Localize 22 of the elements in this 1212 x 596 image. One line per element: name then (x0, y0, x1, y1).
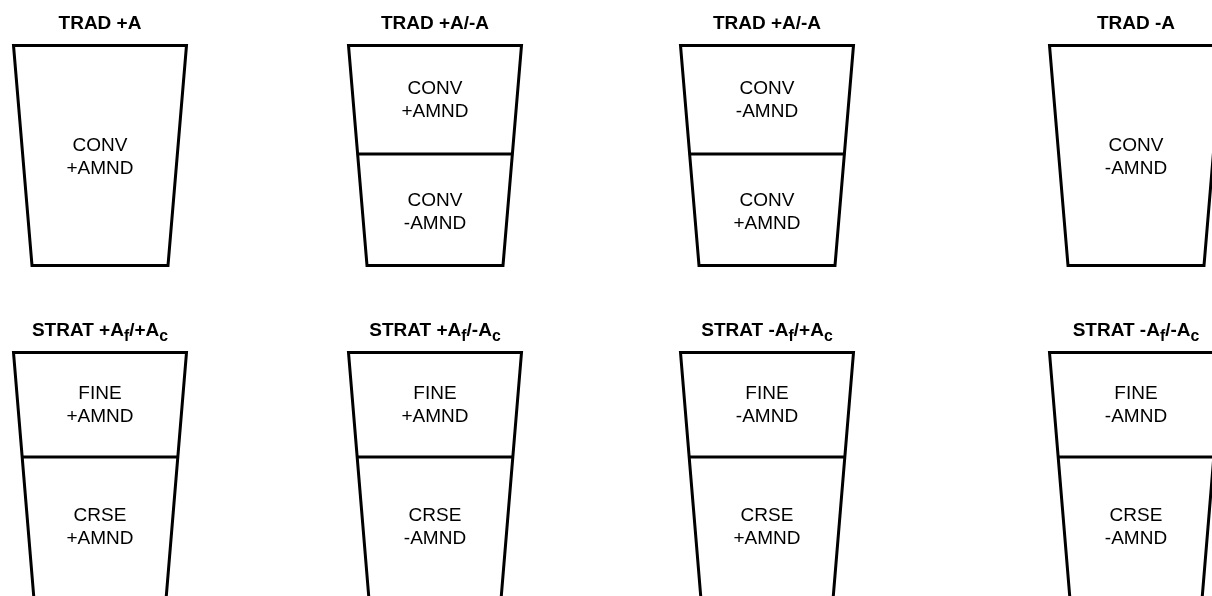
pot-heading: STRAT -A$_{f}$/+A$_{c}$ (701, 318, 833, 346)
layer-label: CRSE -AMND (402, 503, 468, 549)
layer-label: CONV +AMND (732, 187, 802, 234)
pot-heading: STRAT +A$_{f}$/-A$_{c}$ (369, 318, 501, 346)
layer-label: FINE -AMND (1103, 381, 1169, 427)
layer-label: FINE +AMND (65, 381, 135, 427)
pot-heading: TRAD +A/-A (712, 11, 822, 35)
layer-label: CONV +AMND (400, 76, 470, 122)
layer-label: CRSE -AMND (1103, 503, 1169, 549)
layer-label: CONV -AMND (402, 187, 468, 234)
layer-label: CONV +AMND (65, 132, 135, 179)
layer-label: CRSE +AMND (65, 503, 135, 549)
pot-heading: TRAD +A/-A (380, 11, 490, 35)
pot-heading: STRAT -A$_{f}$/-A$_{c}$ (1072, 318, 1200, 346)
layer-label: FINE -AMND (734, 381, 800, 427)
layer-label: FINE +AMND (400, 381, 470, 427)
pot-heading: STRAT +A$_{f}$/+A$_{c}$ (31, 318, 169, 346)
layer-label: CRSE +AMND (732, 503, 802, 549)
pot-heading: TRAD -A (1096, 11, 1176, 35)
layer-label: CONV -AMND (1103, 132, 1169, 179)
pot-heading: TRAD +A (58, 11, 142, 35)
layer-label: CONV -AMND (734, 76, 800, 122)
